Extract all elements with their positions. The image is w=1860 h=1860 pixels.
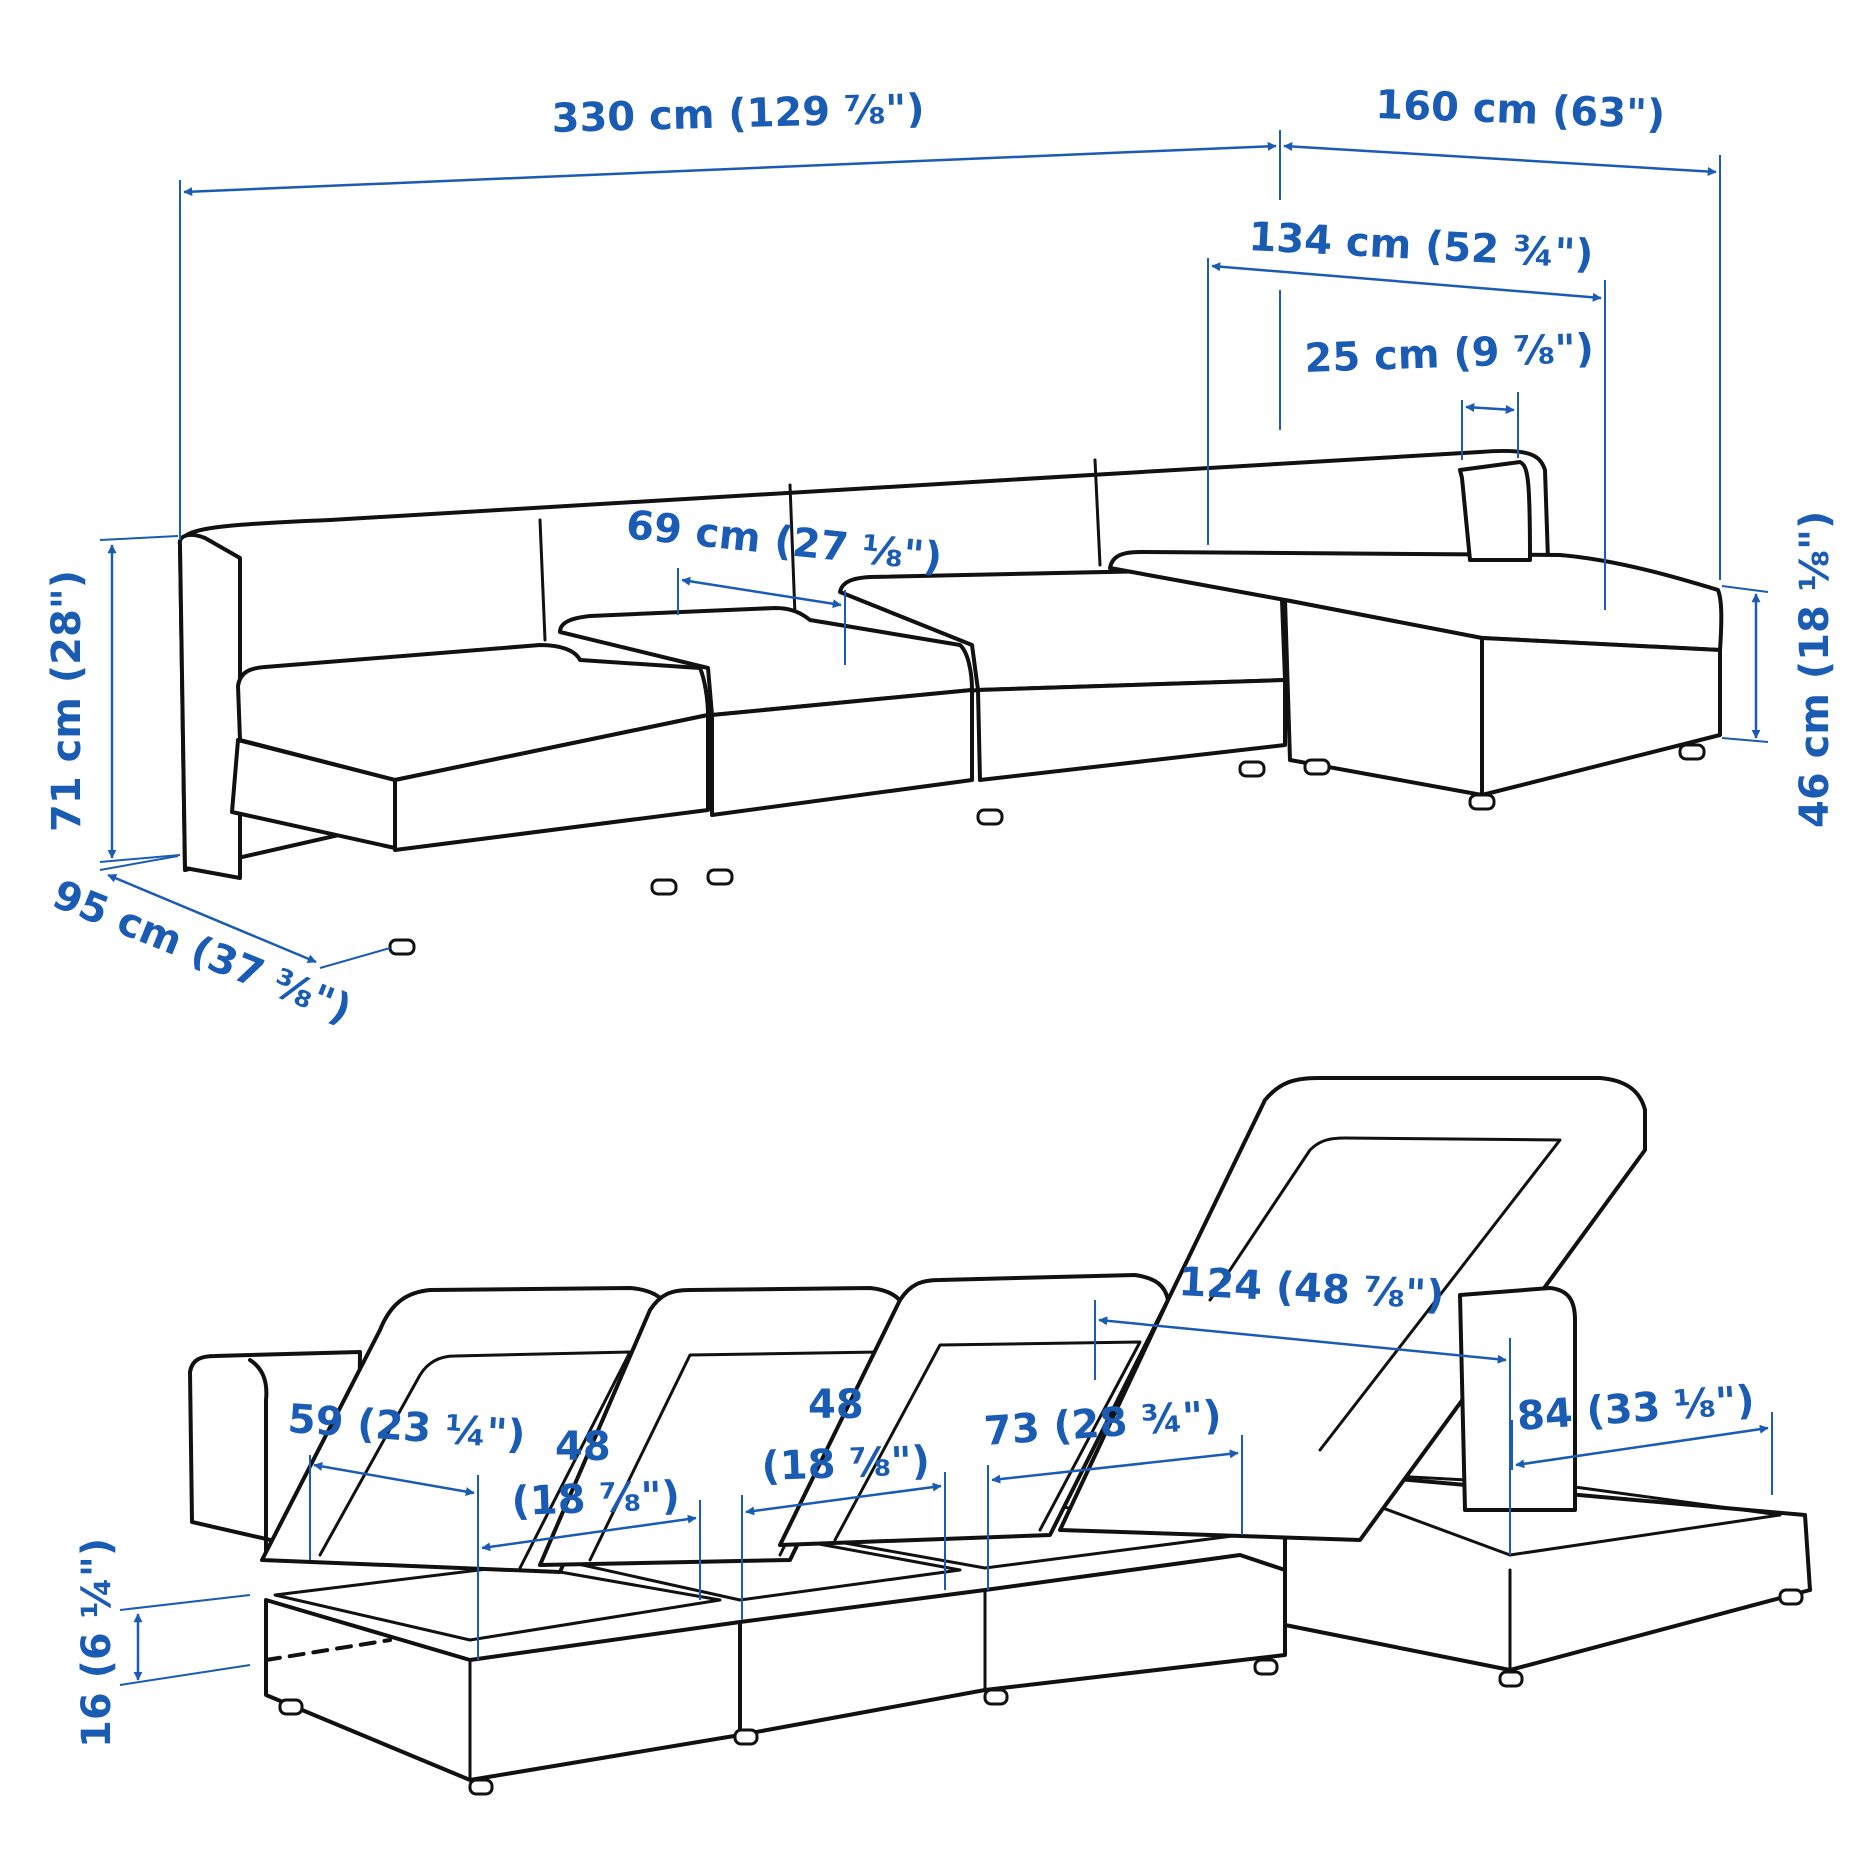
bottom-dimension-labels: 124 (48 ⅞") 84 (33 ⅛") 59 (23 ¼") 48 (18… [74,1259,1756,1748]
label-height: 71 cm (28") [44,570,90,832]
label-storage-2-width-inches: (18 ⅞") [511,1473,681,1525]
label-total-width: 330 cm (129 ⅞") [551,86,925,142]
label-storage-3-width-inches: (18 ⅞") [761,1438,931,1490]
label-chaise-inner-width: 134 cm (52 ¾") [1247,214,1594,278]
top-dimension-lines [99,130,1769,969]
bottom-dimension-lines [119,1300,1773,1686]
sofa-top-illustration [177,448,1724,956]
label-depth: 95 cm (37 ⅜") [46,872,357,1034]
sofa-bottom-illustration [188,1076,1812,1796]
label-chaise-width: 160 cm (63") [1375,82,1666,138]
label-armrest-width: 25 cm (9 ⅞") [1304,326,1595,382]
label-seat-height: 46 cm (18 ⅛") [1792,511,1838,828]
label-storage-height: 16 (6 ¼") [74,1538,120,1748]
label-storage-2-width-value: 48 [555,1424,611,1470]
label-storage-3-width-value: 48 [808,1382,864,1428]
